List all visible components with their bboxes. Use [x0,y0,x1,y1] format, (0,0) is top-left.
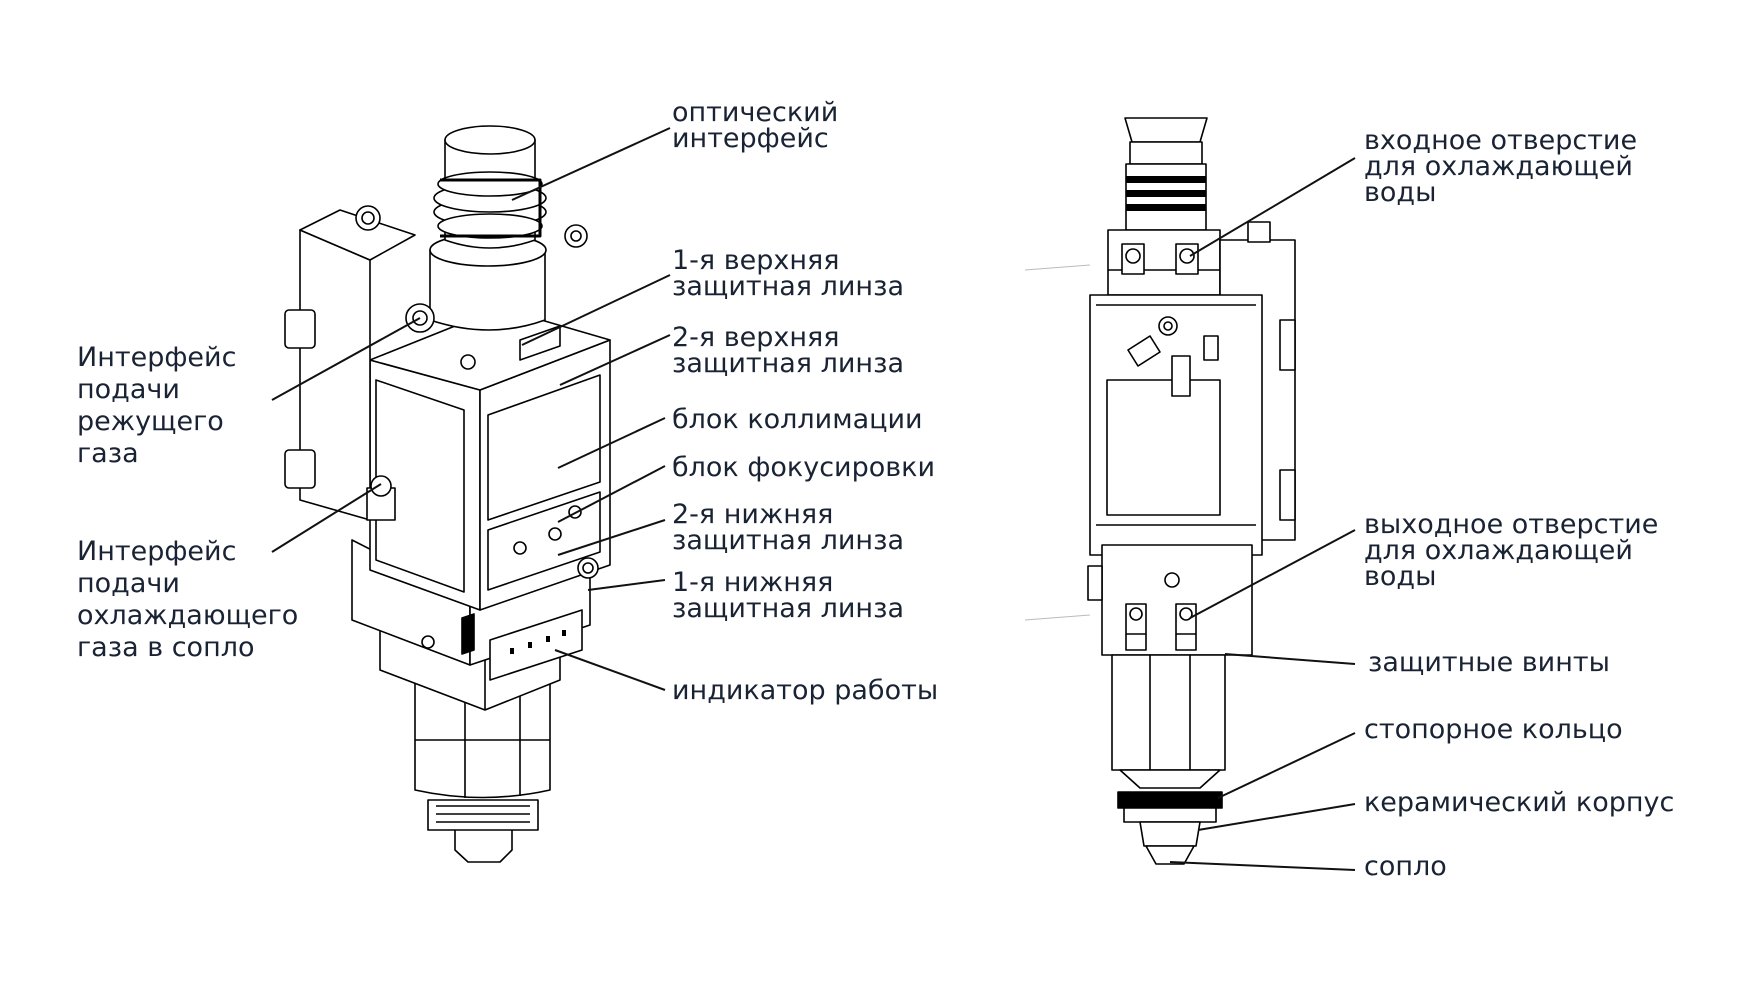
right-ceramic-body [1139,821,1201,847]
label-collimation-block: блок коллимации [672,404,923,435]
label-lower-lens-1: 1-я нижняя защитная линза [672,567,904,624]
leader-water-outlet [1189,529,1356,619]
collimation-panel [487,374,601,521]
leader-upper-lens-1 [521,274,671,346]
leader-lock-ring [1217,732,1356,799]
right-lock-ring [1117,791,1223,809]
right-nozzle [1145,845,1195,865]
label-optical-interface: оптический интерфейс [672,97,839,154]
leader-protective-screws [1224,653,1356,665]
label-water-outlet: выходное отверстие для охлаждающей воды [1364,509,1659,592]
label-lock-ring: стопорное кольцо [1364,714,1623,745]
label-upper-lens-2: 2-я верхняя защитная линза [672,322,904,379]
leader-upper-lens-2 [559,334,671,386]
leader-collimation [557,417,666,469]
right-laser-head-drawing [1024,117,1296,865]
leader-focusing [557,465,666,523]
leader-lower-lens-1 [587,579,666,591]
right-lower-block [1101,544,1253,656]
label-work-indicator: индикатор работы [672,675,939,706]
label-cooling-gas-interface: Интерфейс подачи охлаждающего газа в соп… [77,536,299,663]
right-lower-cylinder [1111,654,1226,771]
leader-lower-lens-2 [557,519,666,556]
leader-cooling-gas [271,483,382,553]
label-upper-lens-1: 1-я верхняя защитная линза [672,245,904,302]
leader-optical-interface [511,127,671,201]
label-ceramic-body: керамический корпус [1364,787,1675,818]
work-indicator-panel [489,609,583,681]
leader-lines [271,127,1356,871]
left-lower-cylinder [414,679,551,799]
leader-water-inlet [1189,157,1356,257]
right-top-connector [1124,117,1208,143]
left-nozzle-tip [454,827,513,863]
left-laser-head-drawing [284,125,611,863]
leader-nozzle [1169,861,1356,871]
label-nozzle: сопло [1364,851,1447,882]
label-lower-lens-2: 2-я нижняя защитная линза [672,499,904,556]
label-protective-screws: защитные винты [1368,647,1610,678]
leader-ceramic-body [1197,803,1356,831]
label-water-inlet: входное отверстие для охлаждающей воды [1364,125,1638,208]
label-focusing-block: блок фокусировки [672,452,936,483]
leader-work-indicator [554,649,666,691]
label-cutting-gas-interface: Интерфейс подачи режущего газа [77,342,237,469]
leader-cutting-gas [271,317,421,401]
